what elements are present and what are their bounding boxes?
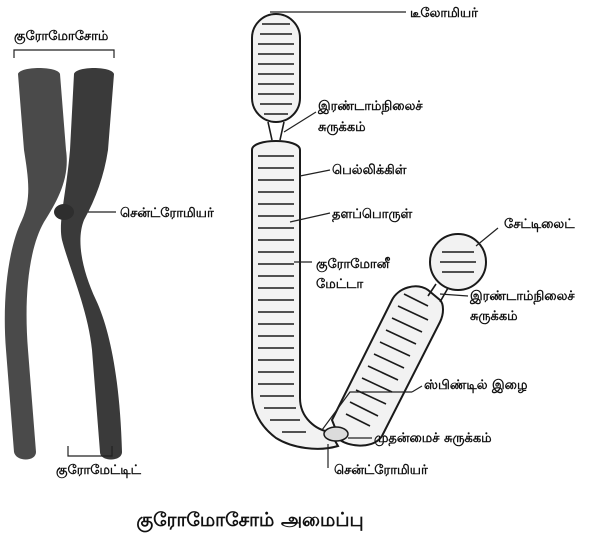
diagram-title: குரோமோசோம் அமைப்பு — [136, 509, 363, 533]
centromere-shape — [54, 204, 74, 220]
label-satellite: சேட்டிலைட் — [504, 217, 575, 232]
chromosome-bracket — [14, 50, 114, 58]
label-pellicle: பெல்லிக்கிள் — [332, 163, 407, 178]
label-secondary-constriction-1a: இரண்டாம்நிலைச் — [317, 99, 423, 114]
label-chromosome: குரோமோசோம் — [14, 29, 109, 44]
label-primary-constriction: முதன்மைச் சுருக்கம் — [374, 431, 492, 446]
label-centromere-left: சென்ட்ரோமியர் — [120, 206, 214, 221]
label-chromonemata-b: மேட்டா — [316, 277, 363, 292]
x-chromosome — [5, 50, 122, 460]
label-centromere-right: சென்ட்ரோமியர் — [334, 463, 428, 478]
neck-top — [268, 122, 284, 140]
telomere-head — [252, 14, 300, 122]
label-secondary-constriction-1b: சுருக்கம் — [318, 120, 366, 135]
label-secondary-constriction-2a: இரண்டாம்நிலைச் — [469, 289, 575, 304]
label-spindle-fibre: ஸ்பிண்டில் இழை — [424, 378, 528, 393]
label-telomere: டீலோமியர் — [410, 6, 478, 21]
long-arm-body — [252, 141, 338, 449]
centromere-junction — [324, 427, 348, 441]
label-matrix: தளப்பொருள் — [332, 207, 413, 222]
chromatid-left — [5, 68, 67, 460]
chromatid-right — [61, 68, 122, 460]
label-chromonemata-a: குரோமோனீ — [316, 256, 391, 272]
short-arm-body — [332, 286, 443, 445]
label-chromatid: குரோமேட்டிட் — [56, 463, 142, 478]
label-secondary-constriction-2b: சுருக்கம் — [470, 309, 518, 324]
